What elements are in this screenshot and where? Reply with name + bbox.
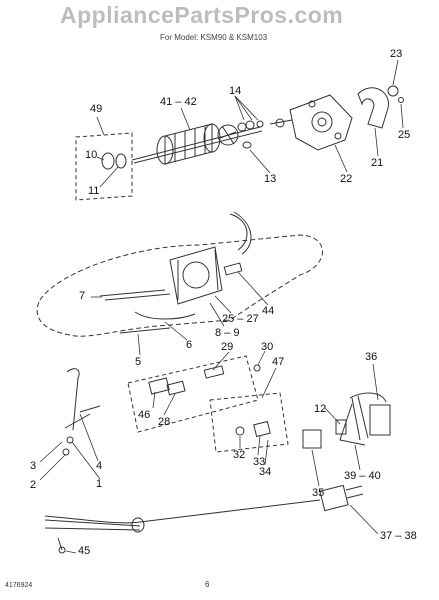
callout-6: 6: [186, 339, 193, 351]
callout-1: 1: [96, 478, 103, 490]
callout-8-9: 8 – 9: [215, 327, 240, 339]
spring-29: [203, 365, 225, 379]
callout-45: 45: [78, 545, 91, 557]
callout-28: 28: [158, 416, 171, 428]
callout-12: 12: [314, 403, 327, 415]
brush-bracket: [357, 87, 389, 129]
callout-25-top: 25: [398, 129, 411, 141]
callout-7: 7: [79, 290, 86, 302]
control-lever-group: [62, 368, 101, 456]
callout-33: 33: [253, 456, 266, 468]
lead-wire-7: [99, 289, 166, 297]
cap-30: [253, 364, 261, 372]
lead-wire-6: [134, 311, 196, 320]
page-number: 6: [205, 580, 210, 589]
part-32: [235, 426, 245, 436]
washer-13: [242, 141, 252, 149]
callout-11: 11: [88, 185, 100, 197]
callout-32: 32: [233, 449, 246, 461]
part-25: [398, 97, 404, 103]
leader-lines: [39, 59, 404, 554]
brush-holder-group-box: [127, 355, 259, 433]
callout-46: 46: [138, 409, 151, 421]
connector-35: [302, 429, 322, 449]
callout-37-38: 37 – 38: [380, 530, 417, 542]
bearing-14a: [237, 122, 247, 132]
armature: [131, 123, 263, 165]
callout-10: 10: [85, 149, 98, 161]
callout-29: 29: [221, 341, 234, 353]
washer-11: [115, 153, 127, 169]
part-23: [387, 85, 399, 97]
bearing-14b: [245, 120, 255, 130]
callout-23: 23: [390, 48, 403, 60]
callout-30: 30: [261, 341, 274, 353]
brush-28: [166, 380, 186, 396]
bearing-14c: [256, 120, 264, 128]
speed-control-assembly: [335, 392, 391, 446]
callout-21: 21: [371, 157, 384, 169]
callout-39-40: 39 – 40: [344, 470, 381, 482]
callout-3: 3: [30, 460, 37, 472]
callout-36: 36: [365, 351, 378, 363]
callout-47: 47: [272, 356, 285, 368]
callout-25-27: 25 – 27: [222, 313, 259, 325]
armature-group-box: [75, 132, 133, 201]
callout-2: 2: [30, 479, 37, 491]
callout-35: 35: [312, 487, 325, 499]
power-cord: [44, 484, 364, 533]
lead-wire-7b: [104, 293, 171, 301]
callout-44: 44: [262, 305, 275, 317]
part-33: [253, 420, 271, 438]
watermark: AppliancePartsPros.com: [60, 2, 344, 28]
callout-22: 22: [340, 173, 353, 185]
diagram-subtitle: For Model: KSM90 & KSM103: [160, 33, 268, 42]
callout-4: 4: [96, 460, 103, 472]
housing-outline: [36, 234, 323, 337]
switch-group-box: [209, 392, 289, 453]
motor-end-cover: [269, 94, 353, 151]
callout-49: 49: [90, 103, 103, 115]
washer-10: [101, 152, 115, 170]
cord-clamp-45: [58, 546, 66, 554]
callout-14: 14: [229, 85, 242, 97]
field-stator: [169, 211, 252, 305]
callout-5: 5: [135, 356, 142, 368]
callout-13: 13: [264, 173, 277, 185]
callout-34: 34: [259, 466, 272, 478]
lead-wire-5: [119, 327, 171, 334]
callout-41-42: 41 – 42: [160, 96, 197, 108]
document-number: 4176924: [5, 582, 33, 589]
brush-holder-46: [148, 377, 170, 395]
